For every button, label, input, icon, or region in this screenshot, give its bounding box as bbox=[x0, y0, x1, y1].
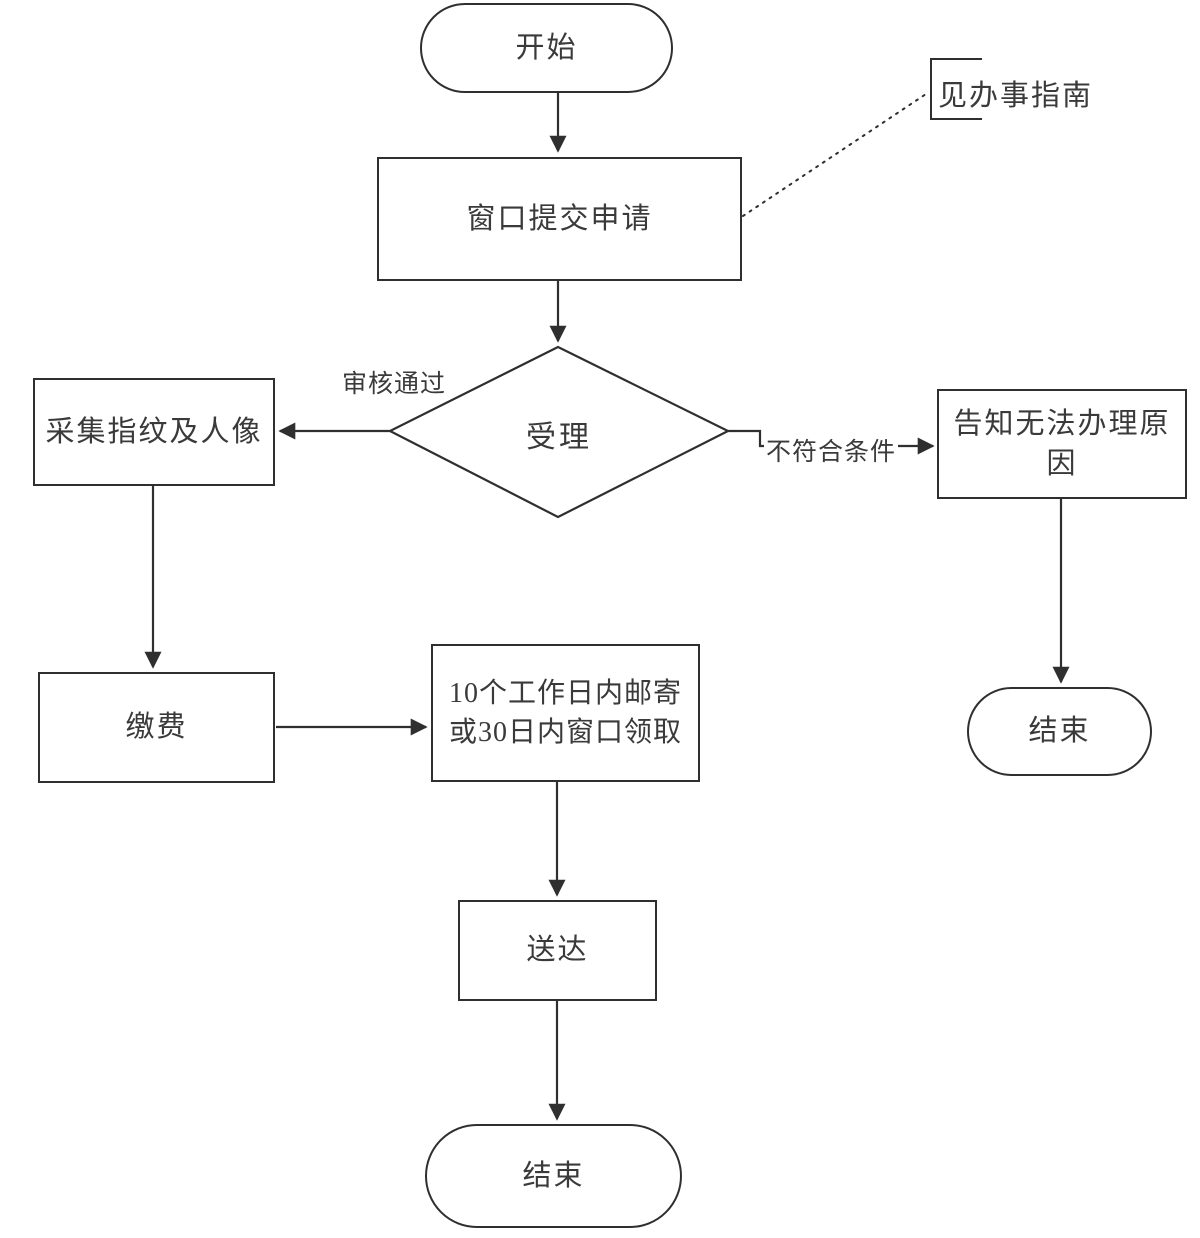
node-mail-or-pickup: 10个工作日内邮寄 或30日内窗口领取 bbox=[431, 644, 700, 782]
edge-submit-guide-dotted bbox=[742, 91, 930, 217]
node-end-bottom: 结束 bbox=[425, 1124, 682, 1228]
node-pay-fee: 缴费 bbox=[38, 672, 275, 783]
guide-note-bracket bbox=[930, 58, 982, 120]
node-start: 开始 bbox=[420, 3, 673, 93]
node-collect-fingerprints: 采集指纹及人像 bbox=[33, 378, 275, 486]
node-submit-application: 窗口提交申请 bbox=[377, 157, 742, 281]
node-accept-label: 受理 bbox=[526, 421, 592, 454]
node-inform-reason: 告知无法办理原 因 bbox=[937, 389, 1187, 499]
node-deliver: 送达 bbox=[458, 900, 657, 1001]
node-end-right: 结束 bbox=[967, 687, 1152, 776]
edge-label-approved: 审核通过 bbox=[342, 371, 447, 398]
edge-label-rejected: 不符合条件 bbox=[764, 432, 899, 468]
guide-note-label: 见办事指南 bbox=[938, 80, 1094, 112]
